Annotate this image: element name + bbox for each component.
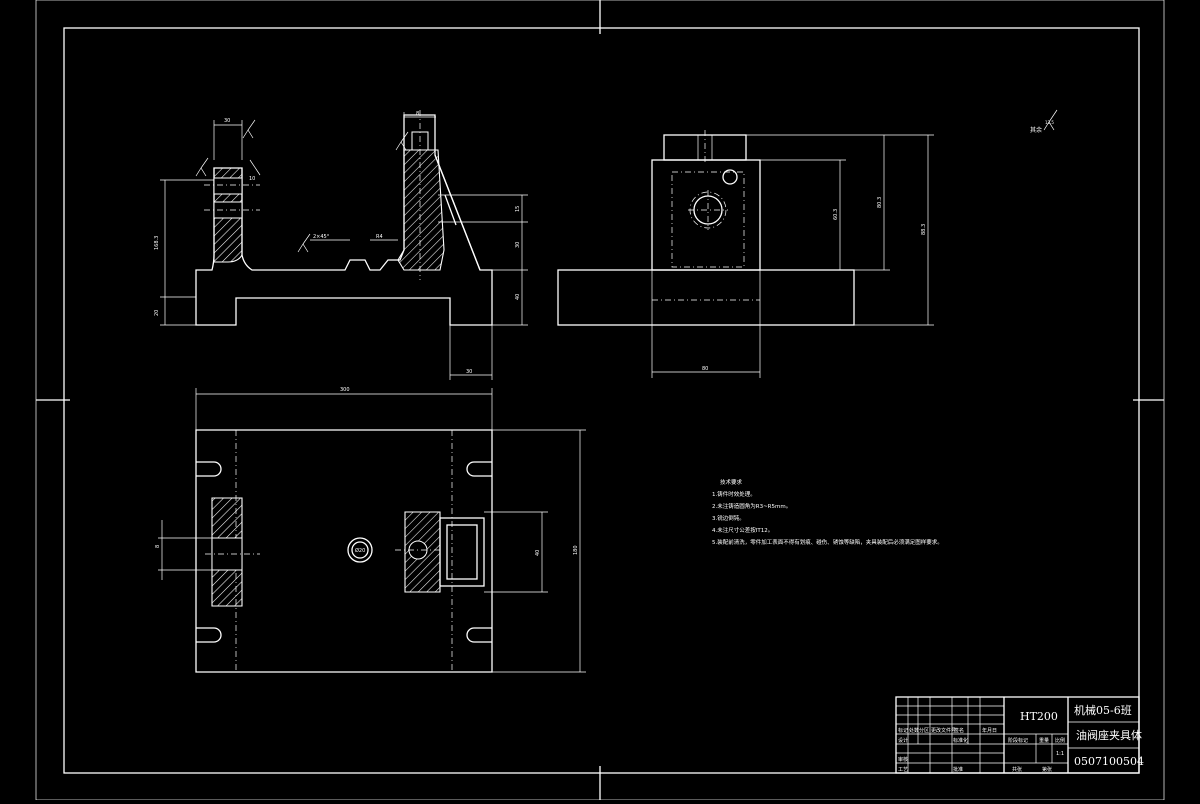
- tb-header-cell: 年月日: [982, 727, 997, 734]
- sheet-trim-frame: [35, 0, 1165, 801]
- dim-label: 2×45°: [313, 234, 330, 240]
- dim-label: 40: [535, 550, 541, 556]
- note-line: 4.未注尺寸公差按IT12。: [712, 526, 773, 534]
- general-roughness-note: 其余 12.5: [1030, 109, 1058, 134]
- dim-label: 60.3: [833, 209, 839, 220]
- dim-label: 10: [249, 176, 255, 182]
- technical-requirements: 技术要求 1.铸件时效处理。 2.未注铸造圆角为R3~R5mm。 3.锐边倒钝。…: [712, 478, 943, 546]
- roughness-symbol-icon: [297, 233, 311, 253]
- dim-label: 30: [466, 369, 472, 375]
- dim-label: 88.3: [921, 224, 927, 235]
- tb-role-cell: 审核: [898, 756, 908, 763]
- dim-label: 300: [340, 387, 350, 393]
- note-line: 2.未注铸造圆角为R3~R5mm。: [712, 502, 791, 510]
- top-dimensions: 300 180 40 8: [155, 387, 586, 673]
- notes-heading: 技术要求: [720, 478, 743, 486]
- tb-sheet-cell: 共张: [1012, 766, 1022, 773]
- tb-class-code: 机械05-6班: [1074, 703, 1132, 717]
- note-line: 3.锐边倒钝。: [712, 514, 745, 522]
- roughness-symbol-icon: [242, 119, 256, 139]
- dim-label: 20: [154, 310, 160, 316]
- tb-scale-value: 1:1: [1056, 751, 1064, 757]
- title-block: 标记 处数 分区 更改文件号 签名 年月日 设计 标准化 审核 工艺 批准 阶段…: [895, 696, 1144, 774]
- tb-header-cell: 标记: [898, 727, 908, 734]
- tb-sheet-cell: 第张: [1042, 766, 1052, 773]
- tb-material: HT200: [1020, 710, 1058, 723]
- dim-label: 168.3: [154, 236, 160, 250]
- tb-header-cell: 更改文件号: [931, 727, 956, 734]
- tb-role-cell: 工艺: [898, 767, 908, 773]
- dim-label: 8: [155, 545, 161, 548]
- front-view: 30 8 168.3 20 15 30 40 30 2×45°: [154, 110, 528, 380]
- tb-role-cell: 批准: [953, 766, 963, 773]
- note-line: 5.装配前清洗，零件加工表面不得有划痕、碰伤、锈蚀等缺陷，夹具装配后必须满足图样…: [712, 538, 943, 546]
- tb-header-cell: 处数: [909, 727, 919, 734]
- dim-label: 15: [515, 206, 521, 212]
- side-view: 80 60.3 80.3 88.3: [557, 130, 934, 378]
- tb-role-cell: 设计: [898, 737, 908, 744]
- dim-label: 30: [515, 242, 521, 248]
- top-view: Ø20 300 180 40 8: [155, 387, 586, 673]
- side-dimensions: 80 60.3 80.3 88.3: [651, 134, 934, 378]
- dim-label: 40: [515, 294, 521, 300]
- tb-header-cell: 分区: [919, 727, 929, 734]
- tb-part-name: 油阀座夹具体: [1076, 728, 1142, 742]
- dim-label: 180: [573, 545, 579, 555]
- drawing-border: [63, 27, 1140, 774]
- tb-header-cell: 签名: [954, 727, 964, 734]
- dim-label: Ø20: [355, 547, 365, 554]
- dim-label: 80: [702, 366, 708, 372]
- note-line: 1.铸件时效处理。: [712, 490, 756, 498]
- dim-label: 80.3: [877, 197, 883, 208]
- roughness-value: 12.5: [1045, 120, 1054, 125]
- roughness-symbol-icon: [1043, 109, 1058, 131]
- centering-marks: [36, 0, 1164, 800]
- tb-drawing-number: 0507100504: [1074, 755, 1144, 768]
- tb-role-cell: 标准化: [953, 737, 968, 744]
- tb-stage-cell: 比例: [1055, 737, 1065, 744]
- front-dimensions: 30 8 168.3 20 15 30 40 30 2×45°: [154, 111, 528, 380]
- dim-label: 8: [416, 111, 419, 117]
- roughness-label: 其余: [1030, 126, 1042, 134]
- dim-label: 30: [224, 118, 230, 124]
- tb-stage-cell: 重量: [1039, 737, 1049, 744]
- roughness-symbol-icon: [395, 131, 409, 151]
- tb-stage-cell: 阶段标记: [1008, 737, 1028, 744]
- dim-label: R4: [376, 234, 383, 240]
- roughness-symbol-icon: [195, 157, 209, 177]
